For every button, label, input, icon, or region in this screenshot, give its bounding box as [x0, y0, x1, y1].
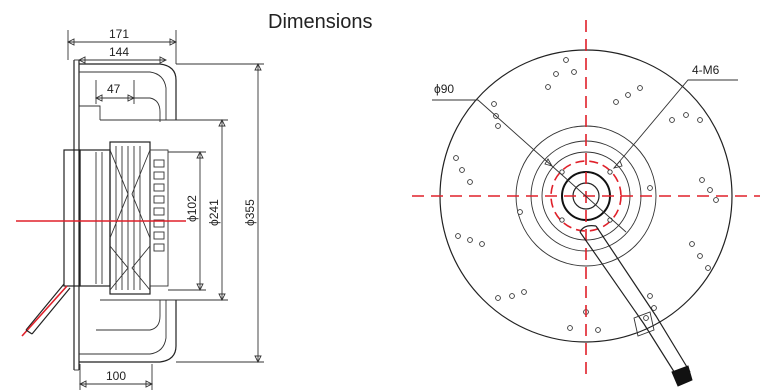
front-bolt-holes: [559, 169, 613, 223]
front-view: ϕ90 4-M6: [412, 20, 760, 387]
side-inlet-cone-top: [79, 63, 177, 122]
dim-47-line: [94, 80, 136, 104]
dim-47-label: 47: [107, 82, 121, 96]
dim-100-line: [78, 364, 154, 390]
leader-phi90: [432, 99, 627, 233]
side-inlet-cone-bottom: [79, 299, 177, 363]
label-phi90: ϕ90: [434, 82, 454, 96]
dim-144-label: 144: [109, 45, 129, 59]
dim-phi355-line: [176, 62, 264, 364]
dim-phi102-label: ϕ102: [185, 195, 199, 222]
side-cable: [21, 283, 71, 337]
dim-171-label: 171: [109, 27, 129, 41]
dim-phi241-label: ϕ241: [207, 199, 221, 226]
front-perforation-dots: [453, 57, 719, 333]
dim-100-label: 100: [106, 369, 126, 383]
dim-phi355-label: ϕ355: [243, 199, 257, 226]
side-view: 171 144 47 100 ϕ102: [16, 27, 264, 390]
dim-phi241-line: [176, 118, 228, 302]
side-motor-body: [63, 141, 169, 295]
leader-4m6: [612, 79, 738, 169]
dim-144-line: [77, 56, 168, 64]
front-cable: [579, 225, 693, 387]
dim-171-line: [66, 30, 178, 64]
label-4m6: 4-M6: [692, 63, 720, 77]
side-flange: [73, 59, 80, 371]
dim-phi102-line: [168, 150, 206, 292]
drawing-title: Dimensions: [268, 11, 372, 33]
